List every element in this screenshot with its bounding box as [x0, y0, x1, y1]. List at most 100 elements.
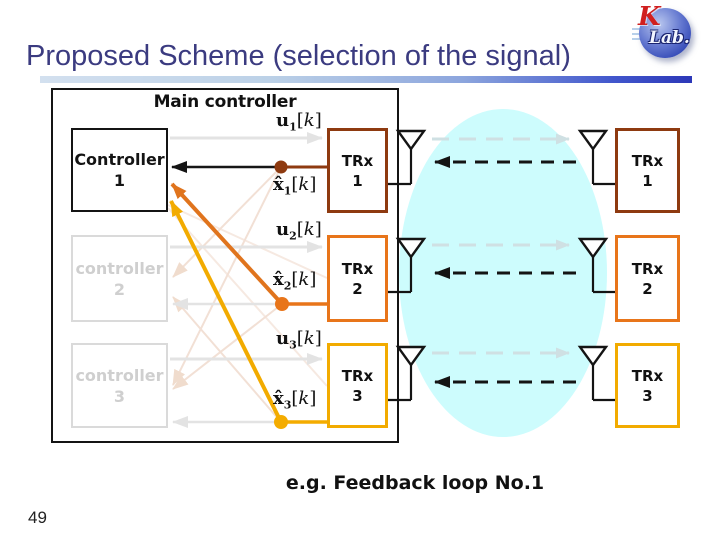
trx-right-2-name: TRx	[631, 259, 664, 278]
signal-label-u1: u1[k]	[276, 110, 322, 134]
logo-letter-k: K	[638, 2, 661, 32]
xhat2-base: x̂	[273, 269, 284, 290]
antenna-head	[395, 345, 427, 368]
feedback-air-links	[434, 156, 576, 388]
xhat3-sub: 3	[283, 398, 292, 412]
logo-globe-icon	[639, 8, 691, 58]
bracket: [	[291, 269, 299, 290]
antenna-icon	[577, 237, 615, 294]
trx-right-3-box: TRx 3	[615, 343, 680, 428]
page-number: 49	[28, 508, 47, 527]
signal-label-u2: u2[k]	[276, 219, 322, 243]
trx-left-2-box: TRx 2	[327, 235, 388, 322]
time-index: k	[298, 174, 310, 195]
controller-2-name: controller	[75, 258, 164, 278]
signal-label-xhat2: x̂2[k]	[273, 269, 317, 293]
trx-right-2-box: TRx 2	[615, 235, 680, 322]
bracket: [	[296, 328, 304, 349]
antenna-head	[577, 345, 609, 368]
antennas	[388, 129, 615, 402]
faint-links-from-controller1	[167, 204, 328, 387]
antenna-icon	[388, 345, 427, 402]
trx-left-3-name: TRx	[341, 366, 374, 385]
time-index: k	[303, 110, 315, 131]
main-controller-box	[51, 88, 399, 443]
u3-sub: 3	[289, 338, 297, 352]
u3-base: u	[276, 328, 290, 349]
trx-left-1-name: TRx	[341, 151, 374, 170]
xhat1-base: x̂	[273, 174, 284, 195]
u2-base: u	[276, 219, 290, 240]
antenna-head	[577, 129, 609, 152]
trx-right-1-name: TRx	[631, 151, 664, 170]
logo-lab-text: Lab.	[649, 28, 690, 48]
x3-tap-dot	[274, 415, 288, 429]
x2-tap-dot	[275, 297, 289, 311]
x1-tap-dot	[274, 160, 288, 174]
controller-1-name: Controller	[74, 150, 165, 169]
controller-3-box: controller 3	[71, 343, 168, 428]
signal-label-xhat1: x̂1[k]	[273, 174, 317, 198]
controller-2-box: controller 2	[71, 235, 168, 322]
trx-right-3-number: 3	[642, 386, 653, 405]
time-index: k	[303, 328, 315, 349]
u2-sub: 2	[289, 229, 297, 243]
trx-right-2-number: 2	[642, 279, 653, 298]
antenna-icon	[577, 345, 615, 402]
trx-right-1-number: 1	[642, 171, 653, 190]
u1-sub: 1	[289, 120, 297, 134]
controller-3-number: 3	[113, 386, 126, 406]
trx-left-3-box: TRx 3	[327, 343, 388, 428]
x3-feedback-arrow	[169, 200, 283, 423]
bracket: ]	[309, 388, 317, 409]
klab-logo: K Lab.	[632, 2, 698, 60]
time-index: k	[298, 269, 310, 290]
bracket: ]	[309, 174, 317, 195]
bracket: [	[291, 174, 299, 195]
u1-base: u	[276, 110, 290, 131]
faint-link-x1-to-controller3	[172, 166, 282, 386]
title-underline	[40, 76, 692, 83]
signal-label-u3: u3[k]	[276, 328, 322, 352]
main-controller-label: Main controller	[153, 92, 297, 112]
xhat3-base: x̂	[273, 388, 284, 409]
bracket: [	[291, 388, 299, 409]
trx-right-1-box: TRx 1	[615, 128, 680, 213]
faint-link	[167, 207, 328, 387]
controller-2-number: 2	[113, 279, 126, 299]
antenna-head	[395, 237, 427, 260]
bracket: [	[296, 219, 304, 240]
caption-feedback-loop: e.g. Feedback loop No.1	[285, 472, 545, 494]
x2-feedback-arrow	[170, 182, 284, 306]
trx-right-3-name: TRx	[631, 366, 664, 385]
faint-link-x2-to-controller3	[172, 303, 283, 390]
signal-label-xhat3: x̂3[k]	[273, 388, 317, 412]
bracket: ]	[314, 110, 322, 131]
faint-link-x1-to-controller2	[172, 166, 282, 278]
bracket: ]	[314, 328, 322, 349]
trx-left-2-number: 2	[352, 279, 363, 298]
bracket: [	[296, 110, 304, 131]
slide-title: Proposed Scheme (selection of the signal…	[26, 40, 571, 72]
trx-left-1-number: 1	[352, 171, 363, 190]
antenna-head	[395, 129, 427, 152]
antenna-icon	[388, 237, 427, 294]
trx-left-3-number: 3	[352, 386, 363, 405]
trx-left-2-name: TRx	[341, 259, 374, 278]
bracket: ]	[314, 219, 322, 240]
trx-left-1-box: TRx 1	[327, 128, 388, 213]
controller-3-name: controller	[75, 365, 164, 385]
antenna-head	[577, 237, 609, 260]
faint-link	[167, 204, 328, 279]
xhat1-sub: 1	[283, 184, 292, 198]
forward-air-links	[432, 133, 570, 359]
time-index: k	[303, 219, 315, 240]
xhat2-sub: 2	[283, 279, 292, 293]
time-index: k	[298, 388, 310, 409]
bracket: ]	[309, 269, 317, 290]
antenna-icon	[577, 129, 615, 186]
antenna-icon	[388, 129, 427, 186]
controller-1-box: Controller 1	[71, 128, 168, 212]
